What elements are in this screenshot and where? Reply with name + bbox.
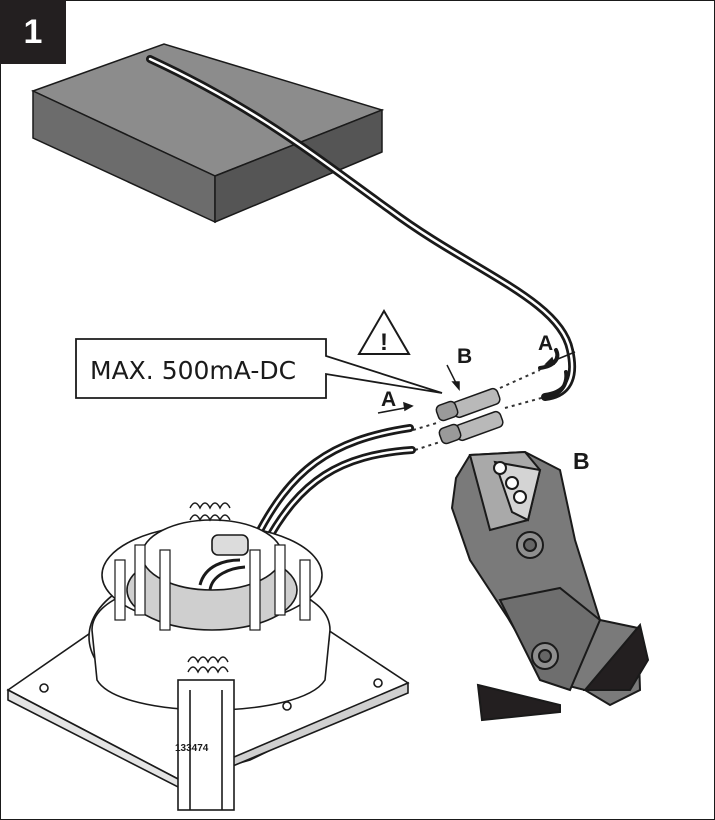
current-limit-text: MAX. 500mA-DC [90,356,296,385]
label-b-connector: B [457,345,472,368]
recessed-luminaire [6,502,410,811]
crimp-connector-1 [435,387,501,422]
crimp-connector-2 [438,410,504,445]
warning-triangle-icon: ! [357,309,411,356]
luminaire-cable [251,424,416,549]
current-callout: MAX. 500mA-DC [75,338,443,399]
label-a-left: A [381,388,396,411]
supply-cable [146,55,577,401]
ceiling-panel [31,43,385,224]
label-a-right: A [538,332,553,355]
warning-exclamation: ! [380,329,388,356]
crimping-pliers [450,450,650,722]
step-number-badge: 1 [0,0,66,64]
label-b-tool: B [573,448,590,474]
product-code-label: 133474 [175,743,209,754]
